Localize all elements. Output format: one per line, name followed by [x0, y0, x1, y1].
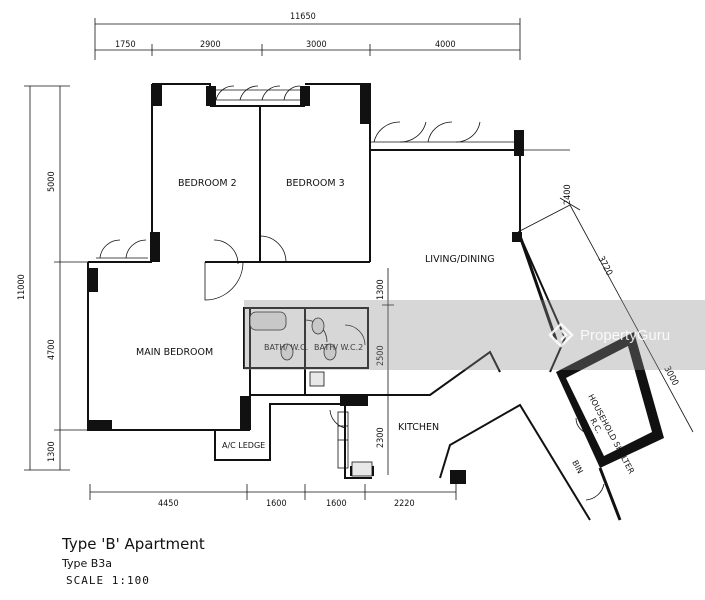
household-shelter-block: [556, 332, 664, 468]
dim-bottom-seg-4: 2220: [394, 499, 415, 509]
dim-left-seg-1: 5000: [47, 171, 57, 192]
dim-diag-2: 3720: [595, 255, 614, 278]
windows: [96, 85, 570, 259]
room-living-dining: LIVING/DINING: [425, 254, 495, 265]
room-bedroom-2: BEDROOM 2: [178, 178, 237, 189]
bath-fixtures: [249, 311, 373, 477]
propertyguru-watermark: PropertyGuru: [548, 322, 670, 348]
dim-bottom-seg-2: 1600: [266, 499, 287, 509]
dim-inner-3: 2300: [376, 427, 386, 448]
dim-left-seg-2: 4700: [47, 339, 57, 360]
room-bedroom-3: BEDROOM 3: [286, 178, 345, 189]
bottom-dimensions: [89, 484, 457, 500]
dim-top-seg-1: 1750: [115, 40, 136, 50]
dim-inner-2: 2500: [376, 345, 386, 366]
dim-inner-1: 1300: [376, 279, 386, 300]
dim-top-seg-4: 4000: [435, 40, 456, 50]
room-bath-wc-2: BATH/ W.C.2: [314, 343, 363, 352]
dim-bottom-seg-3: 1600: [326, 499, 347, 509]
room-kitchen: KITCHEN: [398, 422, 439, 433]
kitchen-counter: [337, 411, 349, 469]
room-bin: BIN: [570, 459, 584, 475]
caption-title: Type 'B' Apartment: [62, 535, 205, 553]
room-main-bedroom: MAIN BEDROOM: [136, 347, 213, 358]
top-dimensions: [94, 18, 521, 60]
outer-wall-right: [518, 235, 622, 521]
left-dimensions: [24, 85, 90, 471]
propertyguru-logo-icon: [548, 322, 574, 348]
wall-columns: [88, 84, 524, 484]
watermark-band: [244, 300, 705, 370]
diagonal-dimensions: [517, 197, 694, 433]
dim-bottom-seg-1: 4450: [158, 499, 179, 509]
dim-top-seg-3: 3000: [306, 40, 327, 50]
dim-top-total: 11650: [290, 12, 316, 22]
watermark-brand: PropertyGuru: [580, 326, 671, 344]
dim-left-seg-3: 1300: [47, 441, 57, 462]
caption-subtitle: Type B3a: [62, 557, 113, 570]
dim-top-seg-2: 2900: [200, 40, 221, 50]
caption-scale: SCALE 1:100: [66, 574, 150, 587]
room-ac-ledge: A/C LEDGE: [222, 441, 265, 450]
room-bath-wc-1: BATH/ W.C.: [264, 343, 308, 352]
dim-left-total: 11000: [17, 274, 27, 300]
dim-diag-1: 2400: [563, 184, 573, 205]
